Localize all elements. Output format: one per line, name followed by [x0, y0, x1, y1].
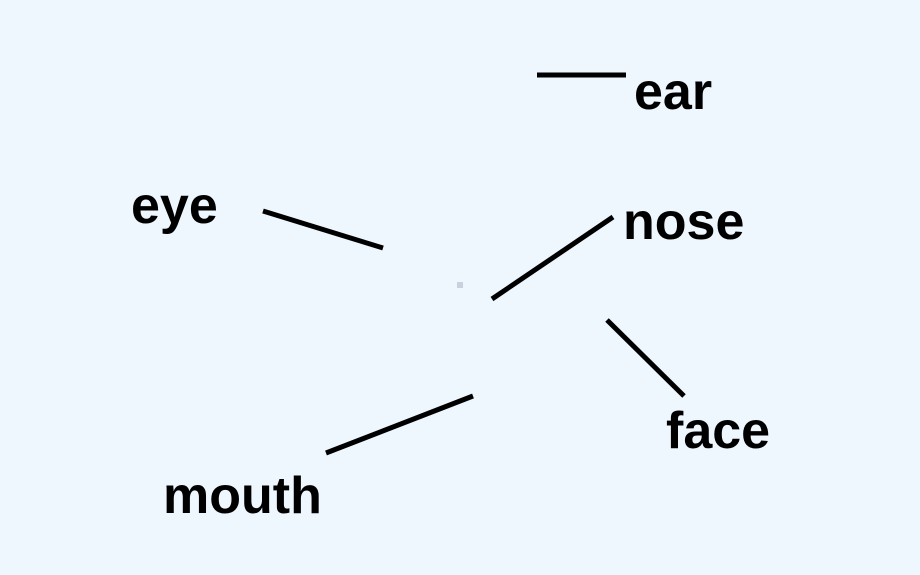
label-ear: ear [634, 63, 713, 121]
center-dot [457, 282, 463, 288]
label-mouth: mouth [163, 467, 322, 525]
label-face: face [666, 402, 771, 460]
mouth-connector-line [325, 393, 474, 456]
eye-connector-line [262, 208, 384, 251]
face-connector-line [605, 318, 686, 398]
label-eye: eye [131, 177, 218, 235]
nose-connector-line [490, 214, 615, 302]
label-nose: nose [623, 193, 745, 251]
